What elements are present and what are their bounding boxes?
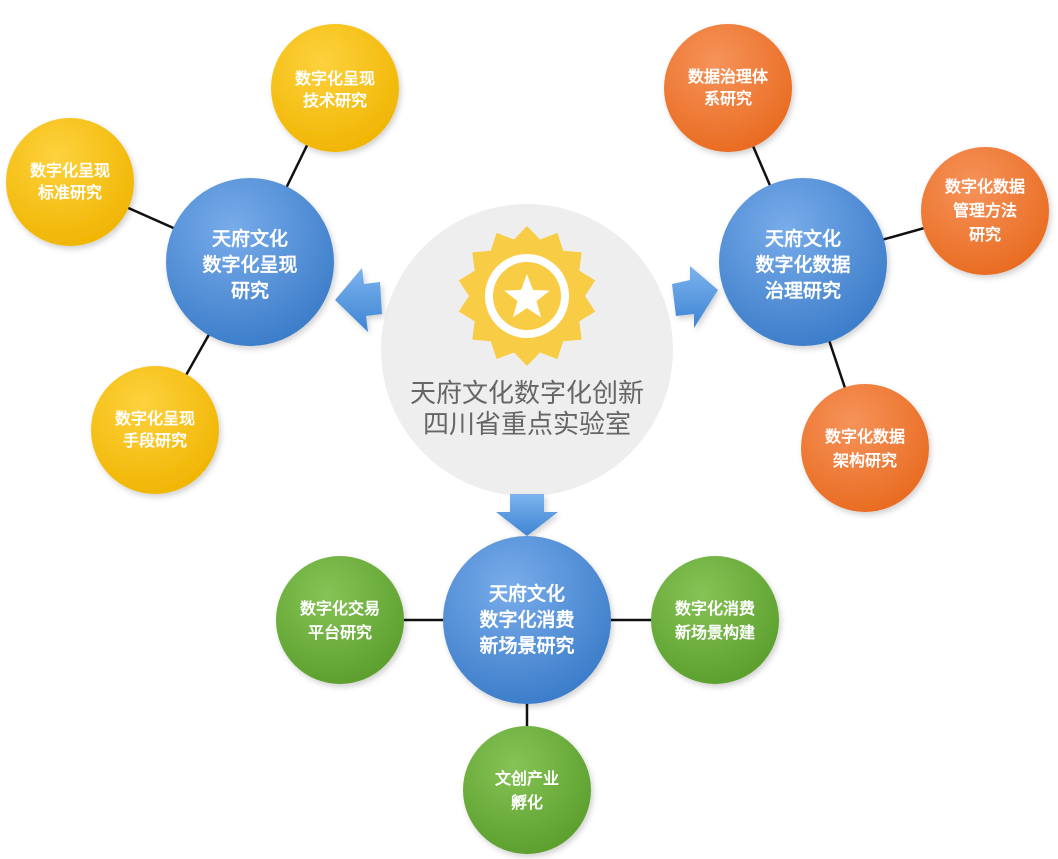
- hub-consumption-line-1: 天府文化: [489, 582, 565, 605]
- badge-star-icon: [458, 226, 596, 366]
- node-governance-system: [664, 24, 792, 152]
- node-consumption-scene-line-1: 数字化消费: [675, 599, 755, 618]
- arrow-to-consumption: [496, 494, 558, 536]
- node-governance-system-line-2: 系研究: [704, 89, 752, 108]
- hub-consumption: [443, 536, 611, 704]
- node-consumption-incubation-line-1: 文创产业: [495, 769, 559, 788]
- node-presentation-technology: [271, 24, 399, 152]
- center-lab: 天府文化数字化创新 四川省重点实验室: [381, 204, 673, 496]
- node-governance-management-line-3: 研究: [969, 225, 1001, 244]
- hub-data-governance: [719, 178, 887, 346]
- node-governance-management-line-1: 数字化数据: [945, 177, 1025, 196]
- node-consumption-trading-line-1: 数字化交易: [300, 599, 380, 618]
- node-governance-architecture-line-1: 数字化数据: [825, 427, 905, 446]
- hub-presentation-line-3: 研究: [231, 279, 269, 302]
- hub-consumption-line-3: 新场景研究: [479, 634, 574, 657]
- node-presentation-means-line-1: 数字化呈现: [115, 409, 195, 428]
- node-presentation-standard-line-2: 标准研究: [37, 183, 102, 202]
- node-consumption-trading: [276, 556, 404, 684]
- hub-presentation-line-1: 天府文化: [212, 227, 288, 250]
- node-presentation-technology-line-1: 数字化呈现: [295, 69, 375, 88]
- hub-presentation-line-2: 数字化呈现: [202, 253, 297, 276]
- hub-presentation: [166, 178, 334, 346]
- node-governance-architecture: [801, 384, 929, 512]
- arrow-to-data-governance: [672, 266, 718, 328]
- hub-data-governance-line-3: 治理研究: [765, 279, 841, 302]
- node-consumption-incubation: [463, 726, 591, 854]
- hub-consumption-line-2: 数字化消费: [479, 608, 574, 631]
- center-title-line-1: 天府文化数字化创新: [410, 379, 644, 409]
- node-presentation-means-line-2: 手段研究: [123, 431, 187, 450]
- hub-data-governance-line-2: 数字化数据: [755, 253, 850, 276]
- node-consumption-scene-line-2: 新场景构建: [675, 623, 755, 642]
- node-consumption-scene: [651, 556, 779, 684]
- node-consumption-trading-line-2: 平台研究: [308, 623, 372, 642]
- node-presentation-standard-line-1: 数字化呈现: [30, 161, 110, 180]
- node-governance-architecture-line-2: 架构研究: [832, 451, 897, 470]
- node-governance-management: [921, 147, 1049, 275]
- hub-data-governance-line-1: 天府文化: [765, 227, 841, 250]
- center-title-line-2: 四川省重点实验室: [423, 410, 631, 440]
- arrow-to-presentation: [335, 268, 382, 332]
- node-presentation-standard: [6, 118, 134, 246]
- node-governance-management-line-2: 管理方法: [953, 201, 1017, 220]
- node-presentation-means: [91, 366, 219, 494]
- node-presentation-technology-line-2: 技术研究: [303, 91, 367, 110]
- node-governance-system-line-1: 数据治理体: [688, 67, 769, 86]
- node-consumption-incubation-line-2: 孵化: [511, 793, 543, 812]
